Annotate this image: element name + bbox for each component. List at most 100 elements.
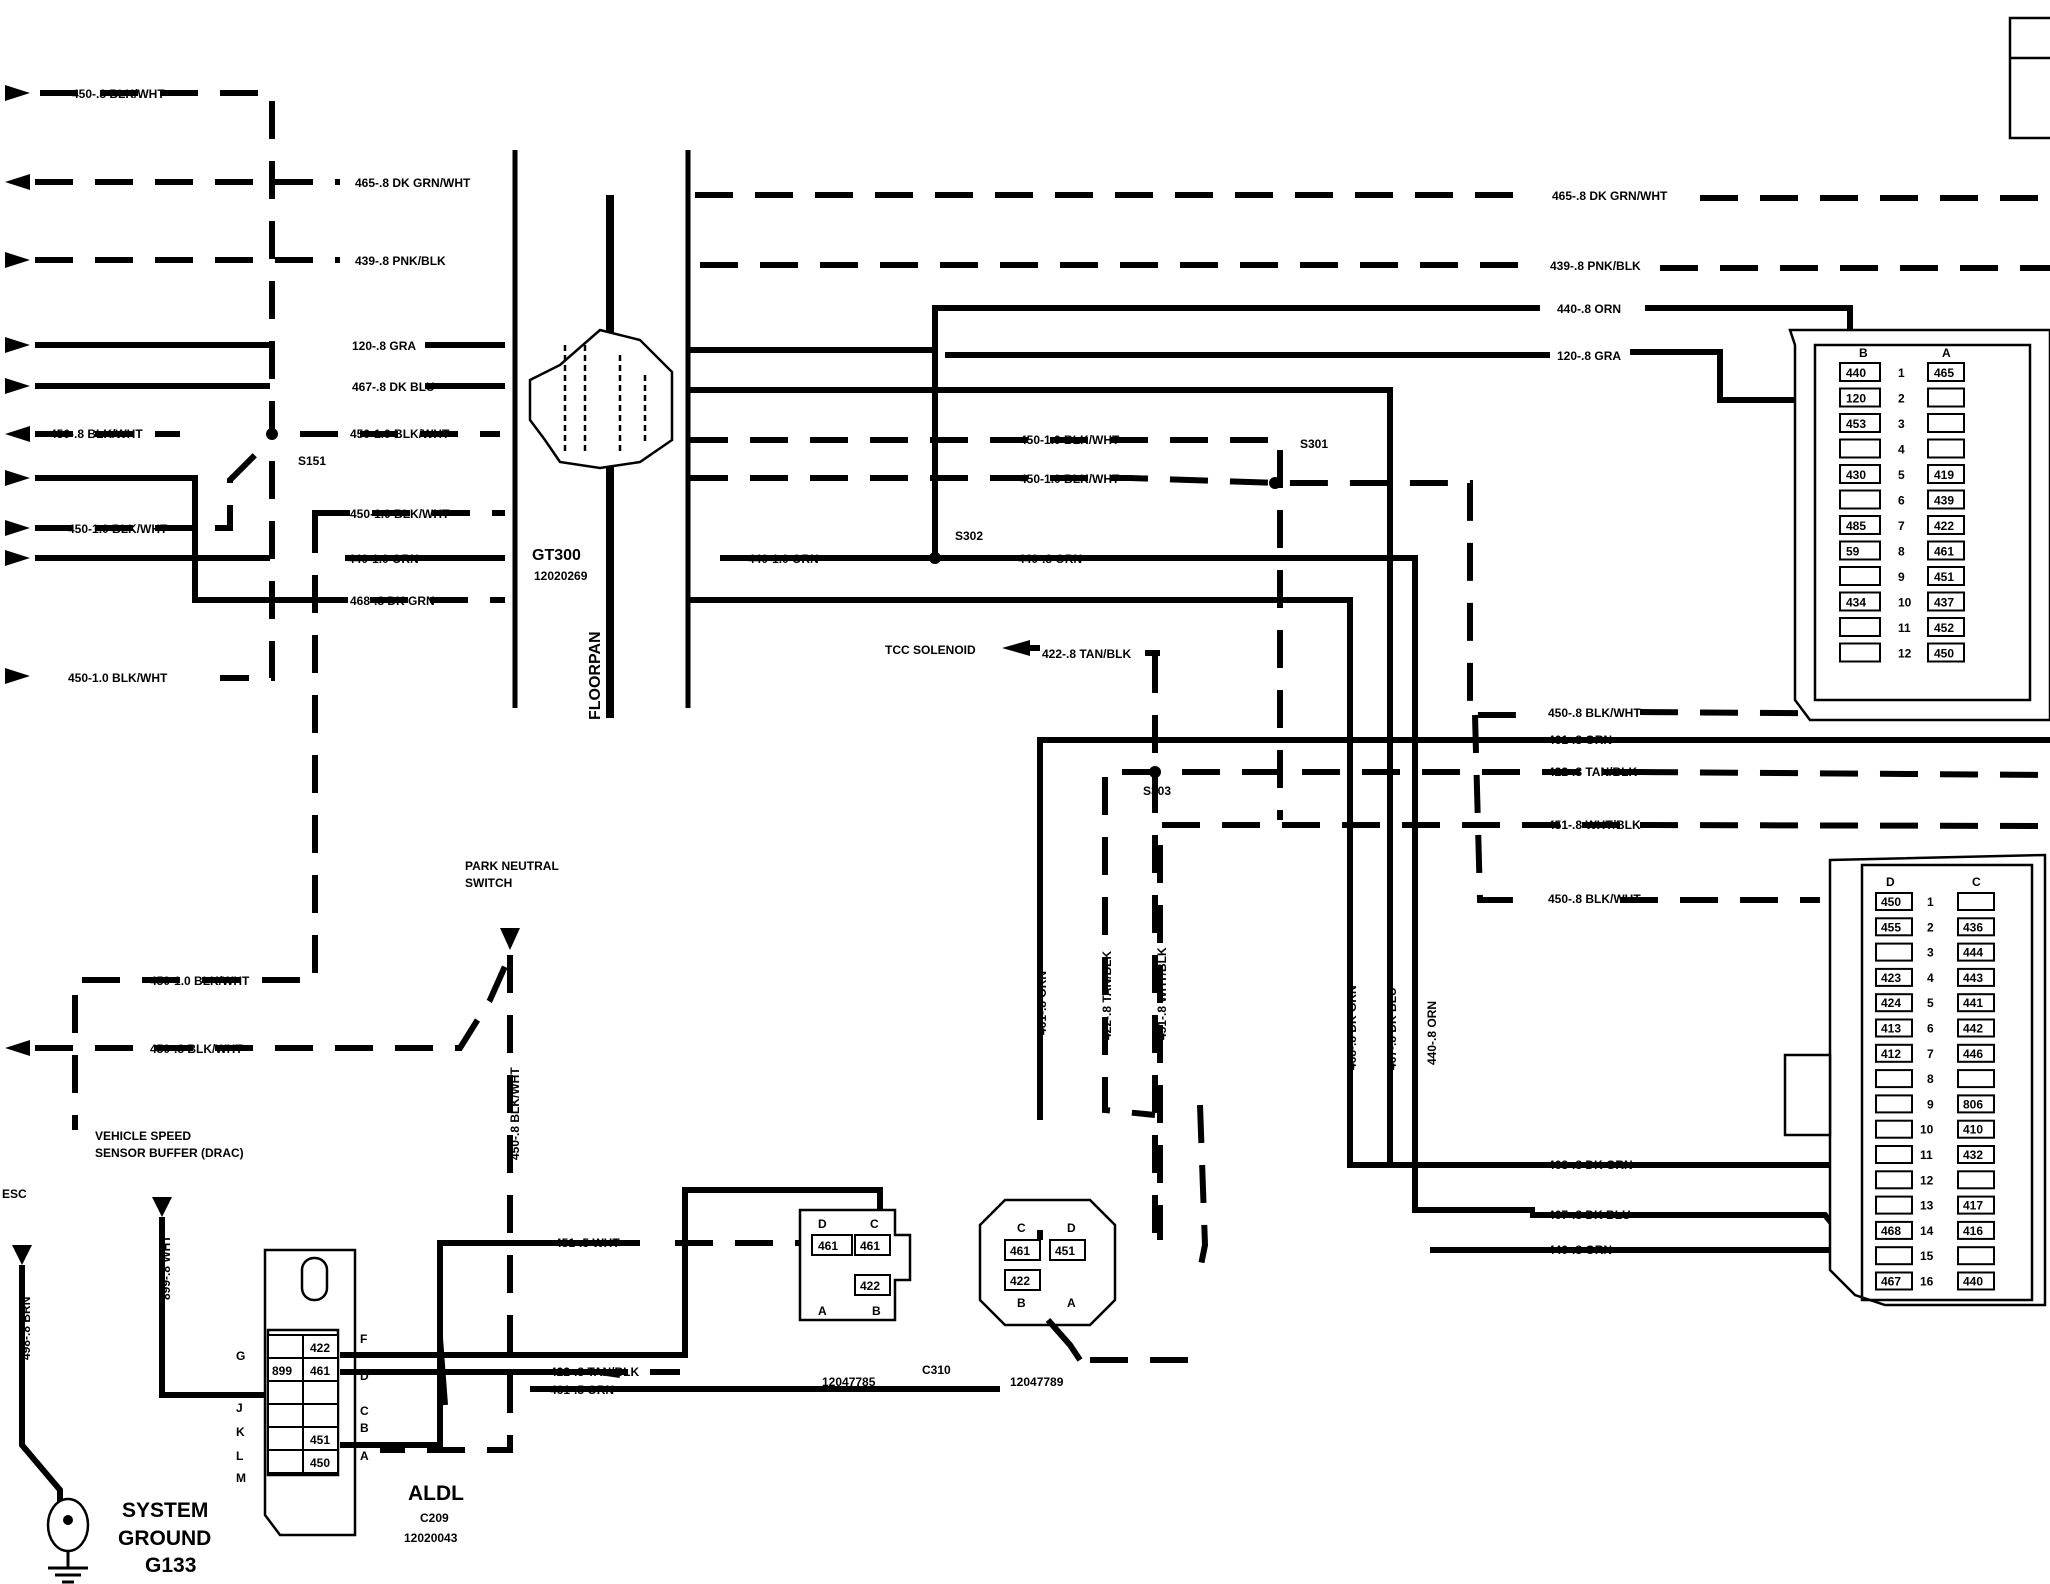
label-bl-wire-b: 450-.8 BLK/WHT [150,1042,243,1056]
conn-top-cell-b [1839,464,1881,484]
conn-bot-pin-c: 410 [1963,1123,1983,1137]
conn-top-pin-b: 120 [1846,392,1866,406]
conn-top-cell-b [1839,566,1881,586]
conn-bot-cell-d [1875,892,1913,911]
label-ground-3: G133 [145,1554,196,1577]
conn-bot-pin-d: 412 [1881,1047,1901,1061]
conn-bot-cell-c [1957,967,1995,987]
tcc-wire-stub [1030,645,1160,656]
splice-s301 [1269,477,1281,489]
label-s151: S151 [298,454,326,468]
conn-bot-pin-c: 442 [1963,1022,1983,1036]
c1-letter-d: D [818,1217,827,1231]
conn-bot-cell-d [1875,1018,1913,1038]
c310-connector-2: C D B A 461 451 422 [978,1198,1117,1327]
label-left-w6a: 450-.8 BLK/WHT [50,427,143,441]
aldl-row-letter: G [236,1349,245,1363]
conn-top-pin-b: 440 [1846,366,1866,380]
aldl-side-letter: B [360,1421,369,1435]
aldl-cell [302,1403,339,1428]
label-right-w1: 465-.8 DK GRN/WHT [1552,189,1668,203]
conn-top-cell-b [1839,540,1881,561]
conn-top-cell-a [1927,515,1965,535]
conn-top-cell-a [1927,642,1965,663]
conn-bot-cell-d [1875,1094,1913,1114]
label-esc-brn: 498-.8 BRN [19,1297,33,1360]
conn-top-pin-a: 461 [1934,545,1954,559]
conn-top-cell-b [1839,413,1881,433]
c1-letter-c: C [870,1217,879,1231]
wire-left-1 [40,90,275,681]
conn-top-row-number: 12 [1898,647,1912,661]
conn-bot-cell-c [1957,1043,1995,1063]
conn-bot-pin-d: 423 [1881,971,1901,985]
aldl-row-letter: J [236,1401,243,1415]
conn-top-pin-a: 452 [1934,621,1954,635]
aldl-side-letter: A [360,1449,369,1463]
conn-bot-cell-d [1875,993,1913,1013]
label-left-w9: 440-1.0 ORN [348,552,419,566]
conn-top-row-number: 3 [1898,417,1905,431]
wire-right-450a [690,437,1283,820]
park-neutral-arrow [500,928,520,950]
gt300-part: 12020269 [534,569,588,583]
conn-bot-pin-c: 443 [1963,971,1983,985]
aldl-cell [302,1380,339,1405]
aldl-cell [267,1449,304,1474]
label-left-w5: 467-.8 DK BLU [352,380,435,394]
aldl-cell [267,1334,304,1359]
conn-top-cell-a [1927,438,1965,459]
label-right-w5: 450-1.0 BLK/WHT [1020,433,1120,447]
conn-bot-row-number: 8 [1927,1072,1934,1086]
label-vss-2: SENSOR BUFFER (DRAC) [95,1146,244,1160]
conn-top-cell-a [1927,413,1965,433]
splice-s151 [266,428,278,440]
conn-bot-cell-d [1875,1069,1913,1089]
conn-top-row-number: 11 [1898,621,1911,635]
wire-right-451 [1157,822,1620,1240]
conn-top-cell-b [1839,387,1881,408]
conn-bot-cell-c [1957,942,1995,962]
c2-pin-3: 422 [1010,1274,1030,1288]
label-v5: 467-.8 DK BLU [1385,987,1399,1070]
conn-top-pin-b: 430 [1846,468,1866,482]
conn-bot-row-number: 12 [1920,1173,1934,1187]
conn-bot-row-number: 1 [1927,895,1934,909]
conn-bot-pin-c: 440 [1963,1275,1983,1289]
c2-letter-c: C [1017,1221,1026,1235]
gt300-connector-body [528,328,674,470]
conn-bot-cell-d [1875,1220,1913,1240]
conn-bot-row-number: 11 [1920,1148,1933,1162]
c2-pin-2: 451 [1055,1244,1075,1258]
label-ground-2: GROUND [118,1527,211,1550]
conn-bot-col-c: C [1972,875,1981,889]
label-left-w6b: 450-1.0 BLK/WHT [350,427,450,441]
conn-top-col-a: A [1942,346,1951,360]
conn-bot-cell-c [1957,1069,1995,1089]
label-part1: 12047785 [822,1375,876,1389]
label-left-w8: 450-1.0 BLK/WHT [68,522,168,536]
conn-bot-cell-d [1875,1246,1913,1266]
label-left-w3: 439-.8 PNK/BLK [355,254,446,268]
label-left-w7: 450-1.0 BLK/WHT [350,507,450,521]
label-right-h2: 461-.8 ORN [1548,733,1612,747]
conn-top-cell-a [1927,489,1965,510]
conn-top-cell-a [1927,464,1965,484]
conn-bot-cell-d [1875,1145,1913,1164]
conn-top-col-b: B [1859,346,1868,360]
ground-symbol [46,1497,90,1584]
splice-s302 [929,552,941,564]
aldl-cell [267,1426,304,1451]
wire-right-450b [690,475,1530,718]
conn-top-pin-a: 419 [1934,468,1954,482]
floorpan-label: FLOORPAN [587,631,604,720]
conn-top-cell-b [1839,515,1881,535]
aldl-cell [267,1380,304,1405]
label-right-w7: 440-1.0 ORN [748,552,819,566]
label-v2: 422-.8 TAN/BLK [1100,951,1114,1040]
